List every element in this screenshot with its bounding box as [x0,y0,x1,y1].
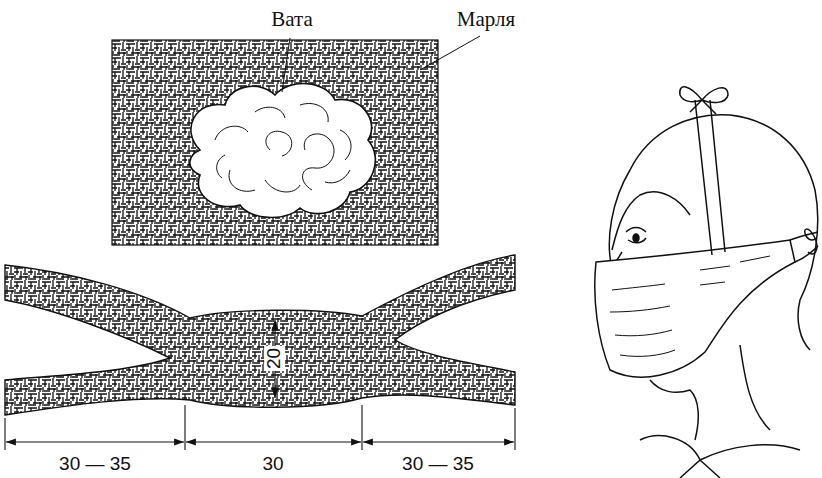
leader-line [420,36,480,70]
gauze-sheet [112,40,438,245]
dimension-lines [5,405,515,450]
part-label: Вата [271,8,313,31]
head-with-mask [595,87,818,478]
dimension-label: 30 — 35 [402,454,474,475]
dimension-label: 30 — 35 [59,454,131,475]
part-label: Марля [457,8,515,31]
cotton-wool [190,84,376,218]
bandage-strip [5,255,515,415]
dimension-label: 20 [265,345,286,370]
dimension-label: 30 [262,454,283,475]
leader-line [282,38,290,92]
